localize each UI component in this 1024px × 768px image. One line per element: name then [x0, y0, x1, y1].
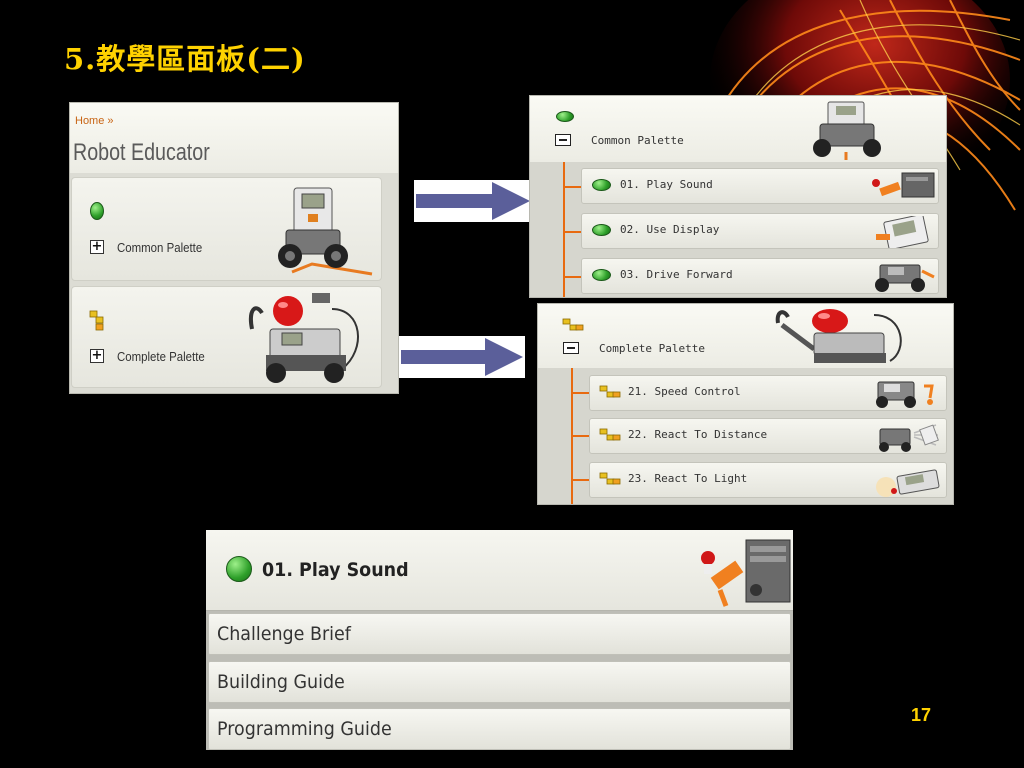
challenge-brief-button[interactable]: Challenge Brief [208, 613, 791, 655]
complete-palette-card[interactable]: + Complete Palette [71, 286, 382, 388]
collapse-minus-icon[interactable] [555, 134, 571, 146]
tree-line [563, 231, 581, 233]
palette-header: Common Palette [530, 96, 946, 162]
row-label: Building Guide [217, 671, 345, 693]
lesson-item-play-sound[interactable]: 01. Play Sound [581, 168, 939, 204]
lesson-item-label: 03. Drive Forward [620, 268, 733, 281]
yellow-blocks-icon [599, 472, 621, 485]
arrow-right-icon [399, 336, 525, 378]
common-palette-label: Common Palette [591, 134, 684, 147]
lesson-item-react-to-light[interactable]: 23. React To Light [589, 462, 947, 498]
lesson-item-label: 02. Use Display [620, 223, 720, 236]
nxt-robot-arm-icon [249, 293, 359, 383]
light-sensor-icon [876, 469, 940, 497]
yellow-blocks-icon [89, 310, 104, 331]
tree-line [563, 186, 581, 188]
lesson-item-label: 23. React To Light [628, 472, 748, 485]
collapse-minus-icon[interactable] [563, 342, 579, 354]
sound-speaker-icon [701, 539, 791, 607]
robot-educator-panel: Home » Robot Educator + Common Palette +… [69, 102, 399, 394]
expand-plus-icon[interactable]: + [90, 348, 104, 363]
complete-palette-expanded-panel: Complete Palette 21. Speed Control [537, 303, 954, 505]
slide-title: 5.教學區面板(二) [64, 42, 306, 76]
lesson-detail-title: 01. Play Sound [262, 559, 409, 581]
sound-speaker-icon [872, 172, 935, 198]
yellow-blocks-icon [562, 318, 584, 331]
lesson-item-drive-forward[interactable]: 03. Drive Forward [581, 258, 939, 294]
nxt-robot-icon [278, 187, 373, 276]
building-guide-button[interactable]: Building Guide [208, 661, 791, 703]
programming-guide-button[interactable]: Programming Guide [208, 708, 791, 750]
row-label: Challenge Brief [217, 623, 351, 645]
tree-line [563, 162, 565, 297]
speed-robot-icon [876, 381, 934, 408]
nxt-robot-icon [813, 101, 881, 160]
complete-palette-label: Complete Palette [117, 349, 205, 364]
common-palette-card[interactable]: + Common Palette [71, 177, 382, 281]
green-dot-icon [592, 179, 611, 191]
display-brick-icon [876, 216, 929, 248]
common-palette-label: Common Palette [117, 240, 203, 255]
distance-sensor-icon [879, 424, 939, 452]
nxt-robot-arm-icon [775, 309, 902, 363]
row-label: Programming Guide [217, 718, 392, 740]
tree-line [571, 435, 589, 437]
tree-line [563, 276, 581, 278]
yellow-blocks-icon [599, 385, 621, 398]
lesson-item-label: 22. React To Distance [628, 428, 768, 441]
panel-title: Robot Educator [73, 139, 210, 166]
arrow-right-icon [414, 180, 532, 222]
complete-palette-label: Complete Palette [599, 342, 705, 355]
lesson-detail-header: 01. Play Sound [206, 530, 793, 611]
green-dot-icon [90, 202, 104, 220]
lesson-item-speed-control[interactable]: 21. Speed Control [589, 375, 947, 411]
lesson-item-use-display[interactable]: 02. Use Display [581, 213, 939, 249]
green-dot-icon [592, 269, 611, 281]
lesson-item-label: 01. Play Sound [620, 178, 713, 191]
yellow-blocks-icon [599, 428, 621, 441]
expand-plus-icon[interactable]: + [90, 239, 104, 254]
panel-header: Home » Robot Educator [70, 103, 398, 173]
common-palette-expanded-panel: Common Palette 01. Play Sound 02. Use Di… [529, 95, 947, 298]
palette-header: Complete Palette [538, 304, 953, 368]
lesson-detail-panel: 01. Play Sound Challenge Brief Building … [206, 530, 793, 750]
lesson-item-label: 21. Speed Control [628, 385, 741, 398]
green-dot-icon [556, 111, 574, 122]
tree-line [571, 479, 589, 481]
green-dot-icon [592, 224, 611, 236]
lesson-item-react-to-distance[interactable]: 22. React To Distance [589, 418, 947, 454]
tree-line [571, 392, 589, 394]
driving-robot-icon [875, 264, 935, 292]
page-number: 17 [911, 705, 932, 725]
breadcrumb-home[interactable]: Home » [75, 115, 114, 127]
green-dot-icon [226, 556, 252, 582]
